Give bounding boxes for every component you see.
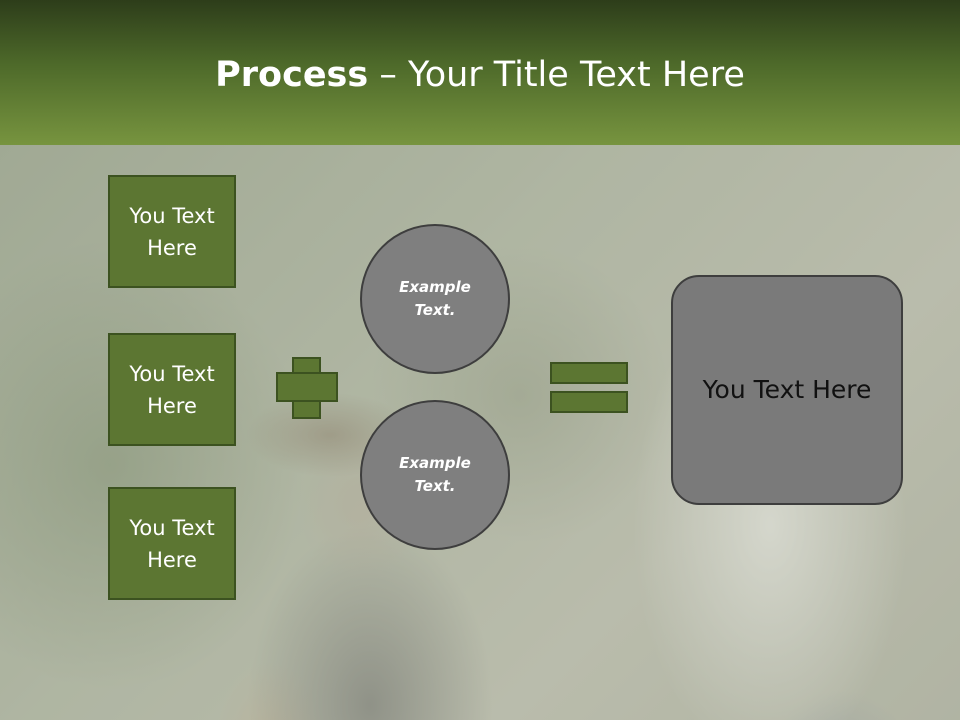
example-circle-1-text: Example Text.	[399, 278, 471, 319]
left-box-2-text: You Text Here	[129, 361, 215, 418]
left-box-3-text: You Text Here	[129, 515, 215, 572]
slide-title: Process – Your Title Text Here	[0, 52, 960, 98]
plus-center	[294, 374, 319, 400]
left-box-1: You Text Here	[108, 175, 236, 288]
example-circle-2: Example Text.	[360, 400, 510, 550]
equals-top-bar	[550, 362, 628, 384]
result-box: You Text Here	[671, 275, 903, 505]
title-rest: – Your Title Text Here	[368, 55, 745, 95]
example-circle-2-text: Example Text.	[399, 454, 471, 495]
result-box-text: You Text Here	[702, 375, 872, 404]
equals-bottom-bar	[550, 391, 628, 413]
example-circle-1: Example Text.	[360, 224, 510, 374]
left-box-3: You Text Here	[108, 487, 236, 600]
header-bar: Process – Your Title Text Here	[0, 0, 960, 145]
left-box-2: You Text Here	[108, 333, 236, 446]
title-bold: Process	[215, 55, 369, 95]
left-box-1-text: You Text Here	[129, 203, 215, 260]
